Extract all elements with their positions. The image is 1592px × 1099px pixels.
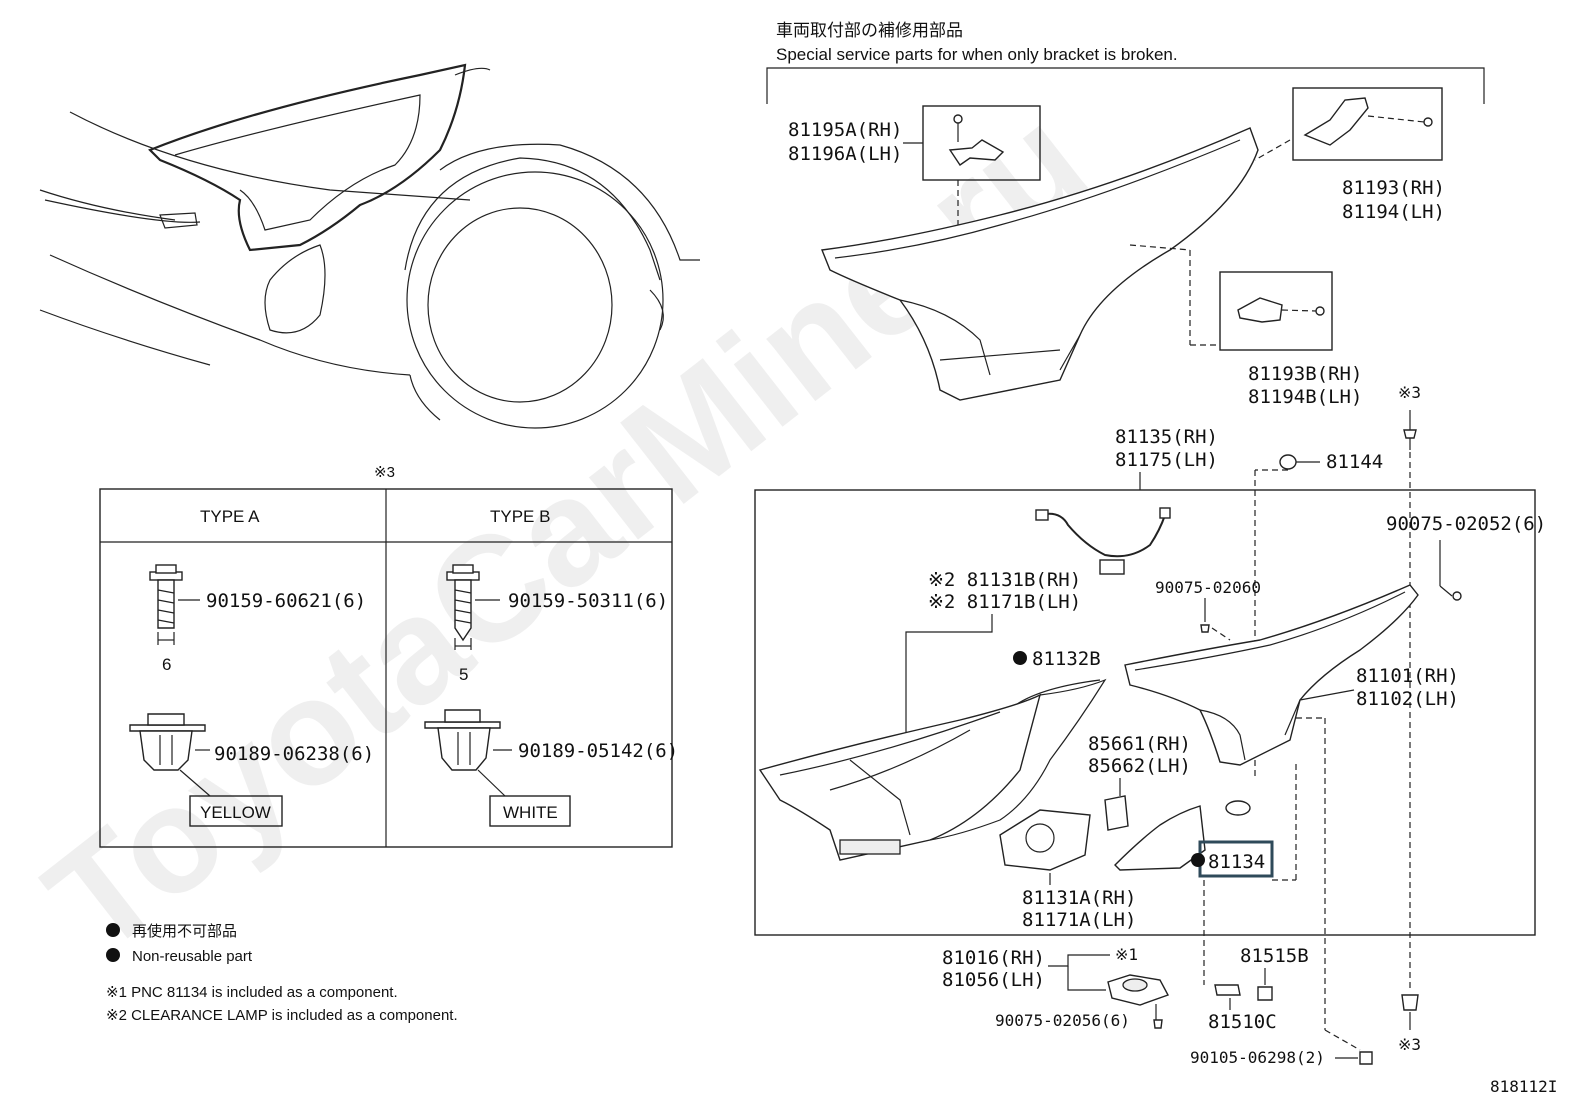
label-90075-02060: 90075-02060 (1155, 578, 1261, 597)
watermark: ToyotaCarMine.ru (16, 75, 1115, 986)
clip-b-color: WHITE (503, 803, 558, 822)
label-81144: 81144 (1326, 451, 1383, 473)
label-90075-02056: 90075-02056(6) (995, 1011, 1130, 1030)
label-81196a: 81196A(LH) (788, 143, 902, 165)
bolt-bottom-icon (1401, 994, 1419, 1011)
label-90189-06238: 90189-06238(6) (214, 743, 374, 765)
screw-90075-02052-icon (1452, 591, 1462, 601)
ref3-top: ※3 (1398, 383, 1421, 402)
label-81016: 81016(RH) (942, 947, 1045, 969)
label-81134: 81134 (1208, 851, 1265, 873)
bolt-type-a-icon (149, 564, 183, 645)
color-tag-yellow (189, 795, 283, 827)
table-col-b: TYPE B (490, 507, 550, 526)
color-tag-white (489, 795, 571, 827)
headlamp-housing (1124, 584, 1419, 766)
headlamp-lens-assembly (758, 678, 1107, 861)
label-81515b: 81515B (1240, 945, 1309, 967)
diagram-id: 818112I (1490, 1077, 1557, 1096)
label-81132b: 81132B (1032, 648, 1101, 670)
label-85662-text: 85662(LH) (1088, 755, 1191, 777)
label-81510c: 81510C (1208, 1011, 1277, 1033)
jp-title: 車両取付部の補修用部品 (776, 21, 963, 40)
bracket-81193b-icon (1237, 297, 1325, 323)
table-ref3: ※3 (374, 464, 395, 481)
label-81101: 81101(RH) (1356, 665, 1459, 687)
label-81195a: 81195A(RH) (788, 119, 902, 141)
note-2: ※2 CLEARANCE LAMP is included as a compo… (106, 1007, 458, 1024)
headlamp-housing-bracket (821, 127, 1259, 401)
clip-type-b-icon (424, 709, 501, 771)
ecu-81016-icon (1107, 974, 1169, 1006)
bracket-81193-icon (1303, 97, 1433, 146)
label-81175: 81175(LH) (1115, 449, 1218, 471)
label-85661: 85661(RH) (1088, 733, 1191, 755)
ref1: ※1 (1115, 945, 1138, 964)
label-81131b: ※2 81131B(RH) (928, 569, 1081, 591)
legend-jp: 再使用不可部品 (132, 923, 237, 940)
label-90105-06298: 90105-06298(2) (1190, 1048, 1325, 1067)
nonreusable-dot-81134 (1191, 853, 1205, 867)
label-90075-02052: 90075-02052(6) (1386, 513, 1546, 535)
bracket-81195-icon (948, 114, 1005, 166)
fog-housing-81131a-icon (999, 809, 1091, 871)
fastener-table (99, 488, 673, 848)
legend-dot-jp (106, 923, 120, 937)
bolt-type-b-icon (446, 564, 480, 650)
bolt-top-icon (1403, 410, 1417, 450)
main-assembly-frame (754, 489, 1536, 936)
bulb-81134-icon (1114, 805, 1206, 871)
label-81194b: 81194B(LH) (1248, 386, 1362, 408)
label-81193b: 81193B(RH) (1248, 363, 1362, 385)
label-81056: 81056(LH) (942, 969, 1045, 991)
label-81194: 81194(LH) (1342, 201, 1445, 223)
label-81131a: 81131A(RH) (1022, 887, 1136, 909)
table-col-a: TYPE A (200, 507, 260, 526)
bolt-a-dim: 6 (162, 655, 171, 674)
nonreusable-dot-81132b (1013, 651, 1027, 665)
bracket-group-frame (766, 67, 1485, 104)
screw-90075-02056-icon (1153, 1019, 1163, 1029)
bulb-81515b-icon (1257, 986, 1273, 1001)
legend-dot-en (106, 948, 120, 962)
wiring-harness-icon (1035, 507, 1171, 575)
label-81193: 81193(RH) (1342, 177, 1445, 199)
socket-81510c-icon (1214, 984, 1241, 996)
bracket-81193-box (1292, 87, 1443, 161)
label-81135: 81135(RH) (1115, 426, 1218, 448)
ref3-bottom: ※3 (1398, 1035, 1421, 1054)
en-title: Special service parts for when only brac… (776, 45, 1178, 64)
socket-85661-icon (1104, 795, 1129, 831)
legend-en: Non-reusable part (132, 948, 253, 965)
gasket-ring-icon (1225, 800, 1251, 816)
label-90189-05142: 90189-05142(6) (518, 740, 678, 762)
bolt-b-dim: 5 (459, 665, 468, 684)
note-1: ※1 PNC 81134 is included as a component. (106, 984, 398, 1001)
screw-90075-02060-icon (1200, 624, 1210, 633)
label-90159-60621: 90159-60621(6) (206, 590, 366, 612)
screw-90105-06298-icon (1359, 1051, 1373, 1065)
label-81171b: ※2 81171B(LH) (928, 591, 1081, 613)
clip-a-color: YELLOW (200, 803, 271, 822)
label-90159-50311: 90159-50311(6) (508, 590, 668, 612)
label-81102: 81102(LH) (1356, 688, 1459, 710)
label-81171a: 81171A(LH) (1022, 909, 1136, 931)
bracket-81193b-box (1219, 271, 1333, 351)
car-sketch (39, 63, 700, 429)
grommet-81144-icon (1279, 454, 1297, 470)
clip-type-a-icon (129, 713, 206, 771)
